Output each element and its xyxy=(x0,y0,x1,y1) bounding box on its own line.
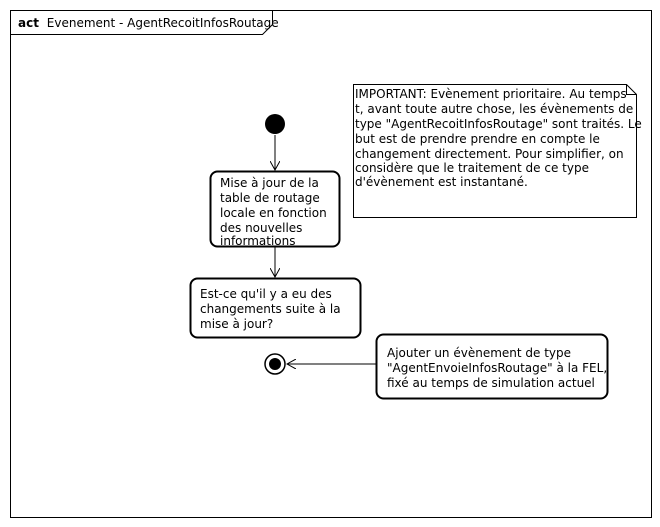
action-add-event-text: Ajouter un évènement de type "AgentEnvoi… xyxy=(387,346,611,390)
note-text: IMPORTANT: Evènement prioritaire. Au tem… xyxy=(355,87,646,189)
note-box xyxy=(353,84,637,218)
frame-label: act Evenement - AgentRecoitInfosRoutage xyxy=(18,16,279,30)
frame-keyword: act xyxy=(18,16,39,30)
initial-node xyxy=(265,114,285,134)
action-update-table xyxy=(209,170,341,248)
frame-tab xyxy=(10,10,273,35)
frame-title: Evenement - AgentRecoitInfosRoutage xyxy=(47,16,279,30)
action-update-table-text: Mise à jour de la table de routage local… xyxy=(220,176,331,248)
note-fold xyxy=(626,84,637,95)
final-node-core xyxy=(269,358,281,370)
action-add-event xyxy=(375,333,609,400)
action-check-changes xyxy=(189,277,362,339)
action-check-changes-text: Est-ce qu'il y a eu des changements suit… xyxy=(200,287,344,331)
